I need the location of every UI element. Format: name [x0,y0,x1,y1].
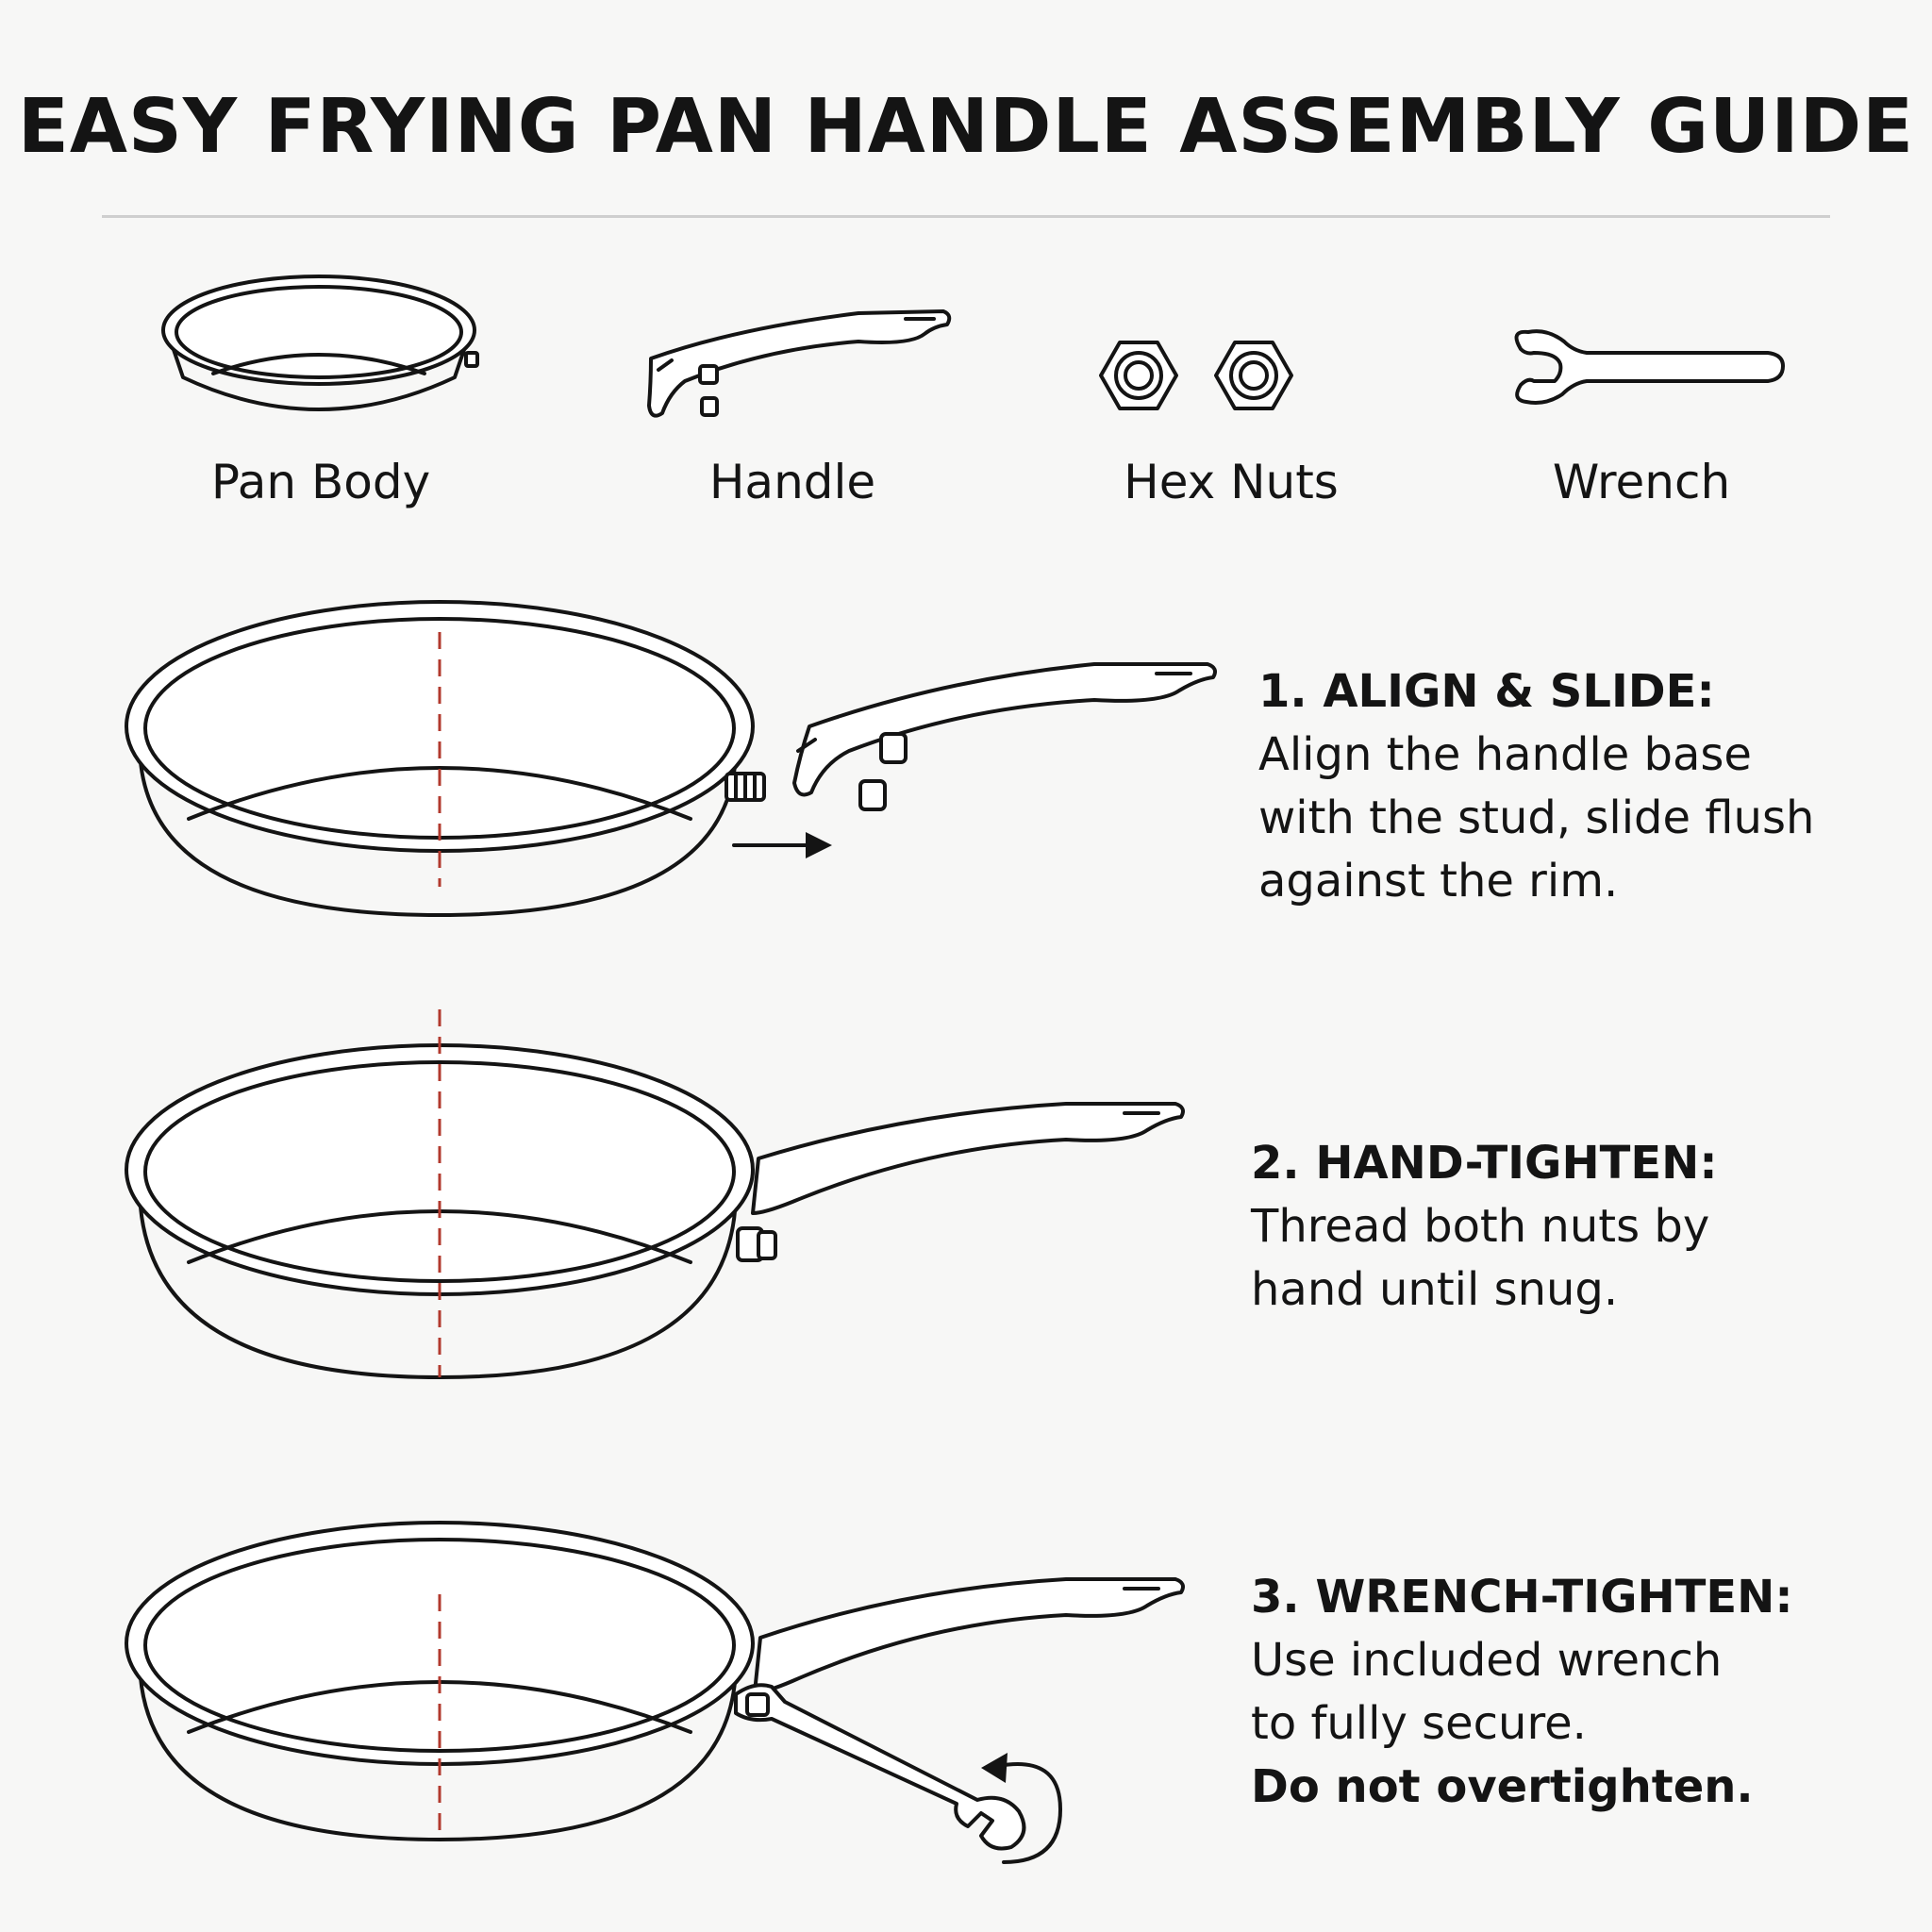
title-divider [102,215,1830,218]
handle-icon [751,1102,1185,1215]
step-3-illustration [125,1521,1185,1864]
step-1: 1. ALIGN & SLIDE: Align the handle base … [0,585,1932,924]
part-label: Handle [708,455,876,509]
step-heading: 1. ALIGN & SLIDE: [1258,665,1715,718]
page-title: EASY FRYING PAN HANDLE ASSEMBLY GUIDE [17,83,1915,170]
part-label: Pan Body [210,455,431,509]
part-hex-nuts: Hex Nuts [1090,283,1373,528]
wrench-icon [1514,329,1785,405]
step-warning: Do not overtighten. [1251,1760,1754,1813]
step-3-text: 3. WRENCH-TIGHTEN: Use included wrench t… [1251,1566,1793,1819]
step-1-text: 1. ALIGN & SLIDE: Align the handle base … [1258,660,1843,913]
part-handle: Handle [623,283,962,528]
rotate-arrow-icon [981,1753,1062,1864]
part-pan-body: Pan Body [151,275,491,528]
pan-body-icon [161,275,479,411]
step-1-illustration [125,600,1217,917]
threaded-stud-icon [724,772,766,802]
step-body: Thread both nuts by hand until snug. [1251,1200,1710,1316]
step-2-text: 2. HAND-TIGHTEN: Thread both nuts by han… [1251,1132,1836,1322]
hex-nut-icon [858,732,908,811]
step-body: Align the handle base with the stud, sli… [1258,728,1815,908]
step-3: 3. WRENCH-TIGHTEN: Use included wrench t… [0,1472,1932,1868]
handle-icon [647,309,952,418]
arrow-right-icon [732,832,832,858]
step-heading: 2. HAND-TIGHTEN: [1251,1137,1718,1190]
part-label: Hex Nuts [1124,455,1339,509]
step-heading: 3. WRENCH-TIGHTEN: [1251,1571,1793,1624]
hex-nuts-icon [1099,341,1293,410]
step-2: 2. HAND-TIGHTEN: Thread both nuts by han… [0,1000,1932,1396]
part-label: Wrench [1552,455,1731,509]
hex-nut-icon [736,1226,777,1262]
step-body: Use included wrench to fully secure. [1251,1634,1723,1750]
frying-pan-icon [125,1521,755,1841]
part-wrench: Wrench [1472,283,1811,528]
step-2-illustration [125,1009,1185,1379]
handle-icon [753,1577,1185,1694]
wrench-icon [734,1683,1026,1851]
handle-icon [792,662,1217,797]
